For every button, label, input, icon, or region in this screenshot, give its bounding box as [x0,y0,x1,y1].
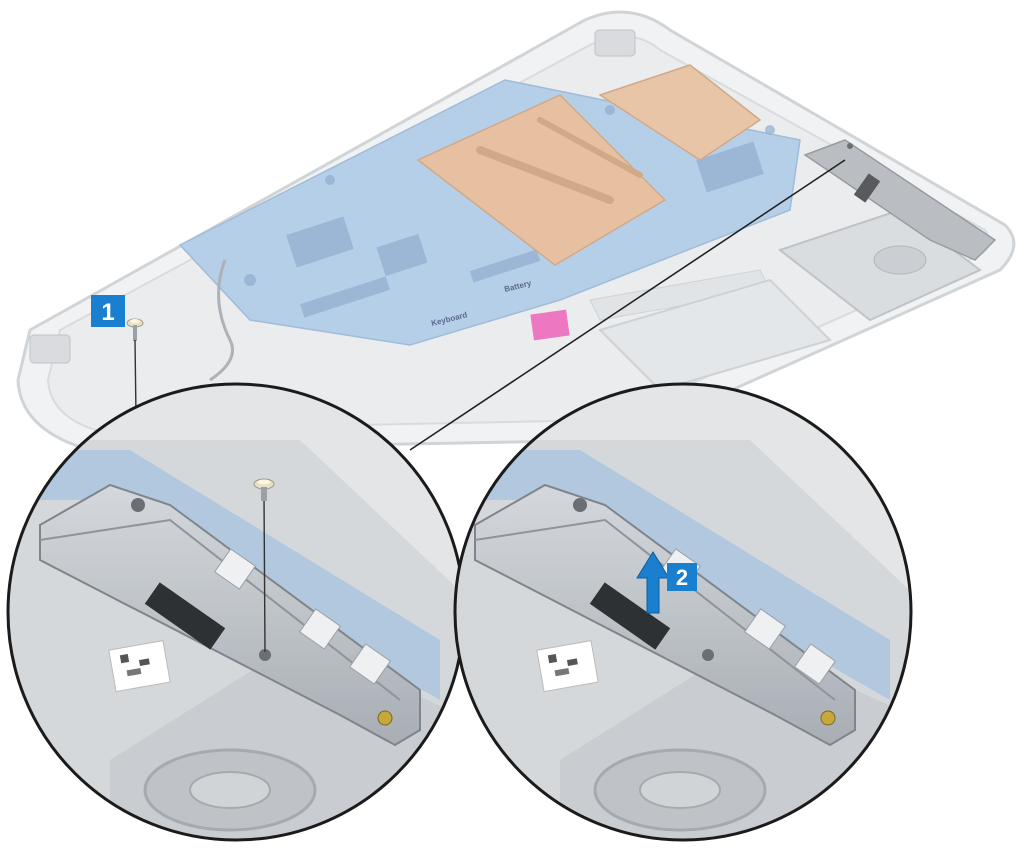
motherboard-components [244,105,775,318]
step-1-number: 1 [101,299,114,326]
heat-shield [416,94,667,266]
zoom-circle-left [6,382,466,842]
heat-shield-secondary [598,64,762,161]
highlight-pad [530,309,570,341]
antenna-cable [209,259,234,382]
lift-up-arrow-icon [636,551,670,614]
screw-icon [253,478,275,501]
screw-hole-left-3 [377,710,393,726]
hinge-left [29,334,71,364]
screw-hole-overview [847,143,853,149]
chassis-overview: Battery Keyboard [16,10,1016,452]
screw-drop-line-zoom [263,494,266,653]
io-bracket-overview [803,139,997,261]
screw-hole-left-2 [259,649,271,661]
screw-hole-right-1 [573,498,587,512]
step-2-number: 2 [676,565,688,590]
hinge-top [594,29,636,57]
touchpad-bracket [598,278,832,392]
callout-line [409,159,846,451]
io-bracket-left [39,483,421,747]
zoom-circle-right [453,382,913,842]
io-bracket-foam-left [144,582,226,650]
io-bracket-foam-right [589,582,671,650]
screw-hole-left-1 [131,498,145,512]
io-bracket-right [474,483,856,747]
speaker-cone [873,245,927,275]
heat-pipe [537,117,643,178]
screw-icon [126,318,144,341]
step-1-badge: 1 [91,295,125,327]
io-bracket-overview-cover [853,173,881,203]
step-2-badge: 2 [667,563,697,591]
qr-sticker [108,640,171,693]
heat-pipe [476,146,614,204]
screw-hole-right-3 [820,710,836,726]
qr-sticker [536,640,599,693]
screw-hole-right-2 [702,649,714,661]
